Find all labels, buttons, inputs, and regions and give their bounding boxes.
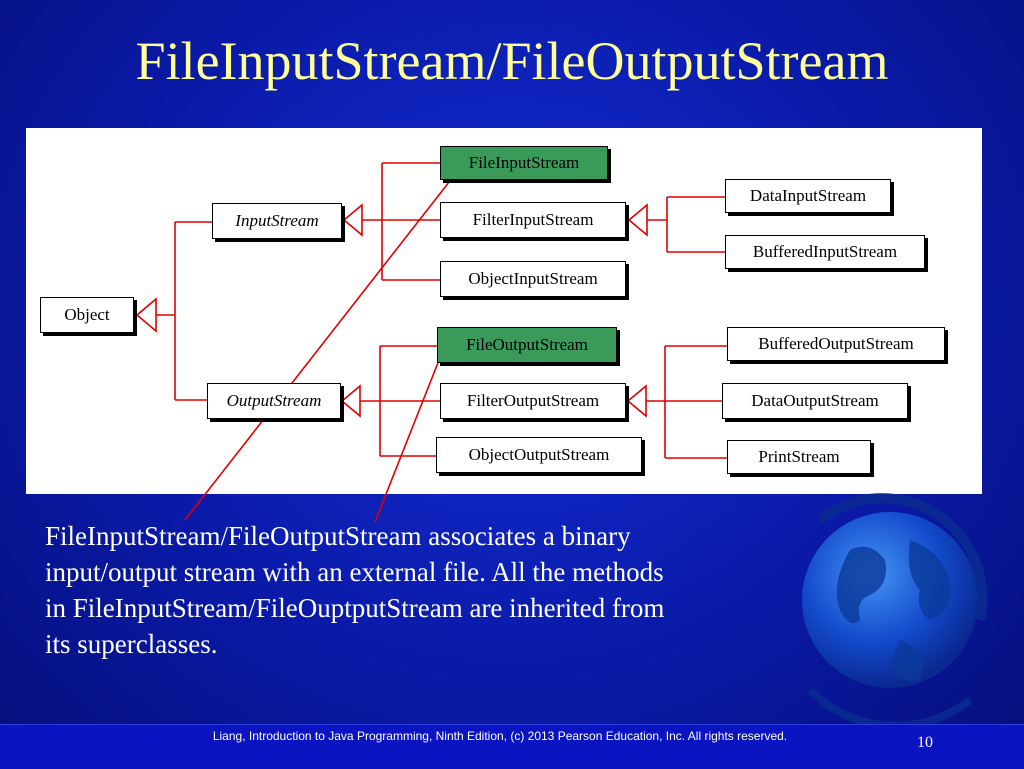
inheritance-arrowheads: [135, 203, 648, 418]
page-number: 10: [917, 734, 933, 751]
node-data-input-stream: DataInputStream: [725, 179, 891, 213]
node-filter-output-stream: FilterOutputStream: [440, 383, 626, 419]
node-print-stream: PrintStream: [727, 440, 871, 474]
node-buffered-output-stream: BufferedOutputStream: [727, 327, 945, 361]
globe-icon: [802, 493, 988, 730]
node-file-output-stream: FileOutputStream: [437, 327, 617, 363]
node-output-stream: OutputStream: [207, 383, 341, 419]
footer-copyright: Liang, Introduction to Java Programming,…: [212, 729, 788, 743]
node-filter-input-stream: FilterInputStream: [440, 202, 626, 238]
node-object: Object: [40, 297, 134, 333]
node-data-output-stream: DataOutputStream: [722, 383, 908, 419]
slide-title: FileInputStream/FileOutputStream: [135, 31, 889, 91]
node-object-output-stream: ObjectOutputStream: [436, 437, 642, 473]
connector-lines: [156, 162, 727, 523]
node-input-stream: InputStream: [212, 203, 342, 239]
node-buffered-input-stream: BufferedInputStream: [725, 235, 925, 269]
footer-bar: [0, 724, 1024, 769]
slide-body-text: FileInputStream/FileOutputStream associa…: [45, 521, 665, 659]
node-file-input-stream: FileInputStream: [440, 146, 608, 180]
node-object-input-stream: ObjectInputStream: [440, 261, 626, 297]
